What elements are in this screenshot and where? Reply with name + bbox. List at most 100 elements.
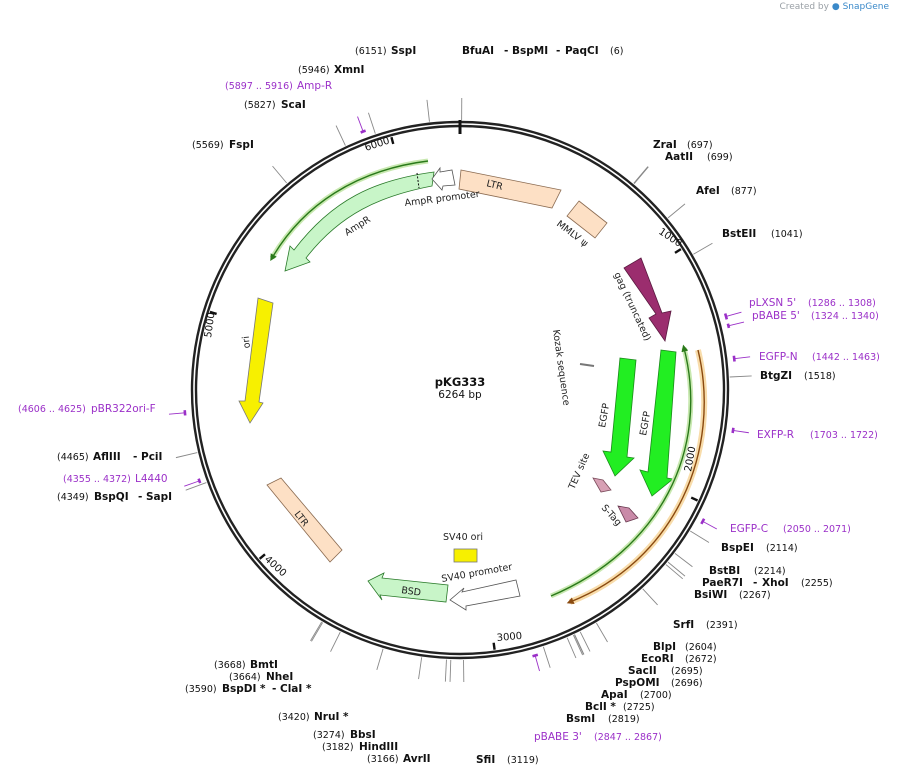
enzyme-name[interactable]: NheI — [266, 671, 293, 683]
enzyme-leader-line — [185, 482, 207, 491]
enzyme-name[interactable]: PaqCI — [565, 45, 599, 57]
tick-mark — [674, 248, 682, 254]
enzyme-name[interactable]: AvrII — [403, 753, 431, 765]
enzyme-name[interactable]: SrfI — [673, 619, 694, 631]
feature-label: EGFP — [597, 402, 612, 428]
primer-leader-line — [168, 412, 185, 415]
enzyme-name[interactable]: BsmI — [566, 713, 595, 725]
tick-marks — [209, 136, 699, 650]
feature-ltr-top[interactable] — [458, 169, 562, 209]
feature-mmlv-psi[interactable] — [566, 200, 608, 239]
enzyme-pos: (3182) — [322, 742, 354, 753]
enzyme-name[interactable]: PciI — [141, 451, 162, 463]
orf-arc-gag-fusion — [568, 349, 708, 605]
enzyme-name[interactable]: XhoI — [762, 577, 789, 589]
enzyme-name[interactable]: ZraI — [653, 139, 677, 151]
feature-egfp-inner[interactable] — [602, 357, 637, 477]
enzyme-name[interactable]: BfuAI — [462, 45, 494, 57]
enzyme-name[interactable]: BtgZI — [760, 370, 792, 382]
primer-name[interactable]: L4440 — [135, 473, 168, 485]
enzyme-pos: (4349) — [57, 492, 89, 503]
primer-leader-line — [534, 655, 540, 672]
primer-name[interactable]: pBABE 5' — [752, 310, 800, 322]
enzyme-sep: - — [138, 491, 142, 503]
enzyme-leader-line — [376, 648, 384, 671]
enzyme-name[interactable]: NruI * — [314, 711, 349, 723]
enzyme-name[interactable]: AfeI — [696, 185, 720, 197]
enzyme-name[interactable]: AatII — [665, 151, 693, 163]
feature-s-tag[interactable] — [617, 505, 639, 523]
enzyme-name[interactable]: BstBI — [709, 565, 740, 577]
enzyme-sep: - — [504, 45, 508, 57]
enzyme-name[interactable]: PspOMI — [615, 677, 660, 689]
snapgene-logo-icon: ● — [831, 2, 840, 12]
feature-kozak[interactable] — [579, 363, 595, 367]
enzyme-pos: (2672) — [685, 654, 717, 665]
enzyme-labels: (6151) SspI BfuAI - BspMI - PaqCI (6) (5… — [57, 45, 836, 766]
feature-sv40-promoter[interactable] — [449, 579, 521, 611]
feature-ampr-promoter[interactable] — [431, 166, 456, 191]
enzyme-name[interactable]: AflIII — [93, 451, 121, 463]
feature-gag[interactable] — [623, 257, 672, 342]
feature-label: SV40 promoter — [441, 562, 514, 585]
enzyme-name[interactable]: BlpI — [653, 641, 676, 653]
primer-name[interactable]: pBABE 3' — [534, 731, 582, 743]
primer-leader-line — [732, 429, 749, 434]
feature-bsd[interactable] — [367, 572, 449, 603]
enzyme-pos: (5827) — [244, 100, 276, 111]
enzyme-name[interactable]: SfiI — [476, 754, 495, 766]
primer-name[interactable]: Amp-R — [297, 80, 332, 92]
enzyme-leader-line — [418, 657, 423, 680]
enzyme-leader-line — [674, 553, 693, 568]
feature-ampr-boundary — [416, 172, 420, 189]
feature-sv40-ori[interactable] — [453, 548, 478, 563]
enzyme-name[interactable]: ClaI * — [280, 683, 312, 695]
enzyme-pos: (4465) — [57, 452, 89, 463]
feature-ampr[interactable] — [284, 171, 435, 272]
credit-prefix: Created by — [779, 2, 829, 12]
enzyme-name[interactable]: FspI — [229, 139, 254, 151]
enzyme-pos: (2700) — [640, 690, 672, 701]
primer-name[interactable]: pLXSN 5' — [749, 297, 796, 309]
primer-pos: (2050 .. 2071) — [783, 524, 851, 535]
enzyme-name[interactable]: BstEII — [722, 228, 756, 240]
primer-mark — [700, 518, 706, 525]
enzyme-sep: - — [272, 683, 276, 695]
primer-pos: (4606 .. 4625) — [18, 404, 86, 415]
enzyme-name[interactable]: HindIII — [359, 741, 398, 753]
enzyme-leader-line — [542, 646, 551, 668]
primer-name[interactable]: pBR322ori-F — [91, 403, 156, 415]
feature-label: AmpR promoter — [404, 189, 480, 209]
enzyme-name[interactable]: BclI * — [585, 701, 616, 713]
feature-ori[interactable] — [238, 297, 274, 424]
enzyme-name[interactable]: BsiWI — [694, 589, 727, 601]
enzyme-leader-line — [689, 530, 710, 543]
enzyme-name[interactable]: SspI — [391, 45, 416, 57]
enzyme-name[interactable]: SacII — [628, 665, 657, 677]
enzyme-leader-line — [444, 659, 447, 682]
feature-egfp-outer[interactable] — [639, 349, 677, 497]
primer-name[interactable]: EGFP-N — [759, 351, 798, 363]
feature-ltr-bottom[interactable] — [266, 477, 343, 563]
enzyme-sep: - — [556, 45, 560, 57]
enzyme-name[interactable]: BspMI — [512, 45, 548, 57]
enzyme-name[interactable]: BspDI * — [222, 683, 266, 695]
enzyme-name[interactable]: BmtI — [250, 659, 278, 671]
enzyme-name[interactable]: XmnI — [334, 64, 364, 76]
enzyme-name[interactable]: ScaI — [281, 99, 306, 111]
feature-tev-site[interactable] — [592, 477, 612, 493]
primer-name[interactable]: EGFP-C — [730, 523, 768, 535]
enzyme-name[interactable]: SapI — [146, 491, 172, 503]
enzyme-name[interactable]: PaeR7I — [702, 577, 743, 589]
enzyme-pos: (3166) — [367, 754, 399, 765]
enzyme-name[interactable]: BbsI — [350, 729, 376, 741]
enzyme-name[interactable]: BspQI — [94, 491, 129, 503]
enzyme-name[interactable]: EcoRI — [641, 653, 674, 665]
orf-arc-ampr-line — [270, 160, 429, 262]
enzyme-name[interactable]: BspEI — [721, 542, 754, 554]
feature-label: TEV site — [566, 451, 592, 492]
snapgene-credit: Created by ● SnapGene — [779, 2, 889, 12]
primer-name[interactable]: EXFP-R — [757, 429, 794, 441]
enzyme-name[interactable]: ApaI — [601, 689, 628, 701]
